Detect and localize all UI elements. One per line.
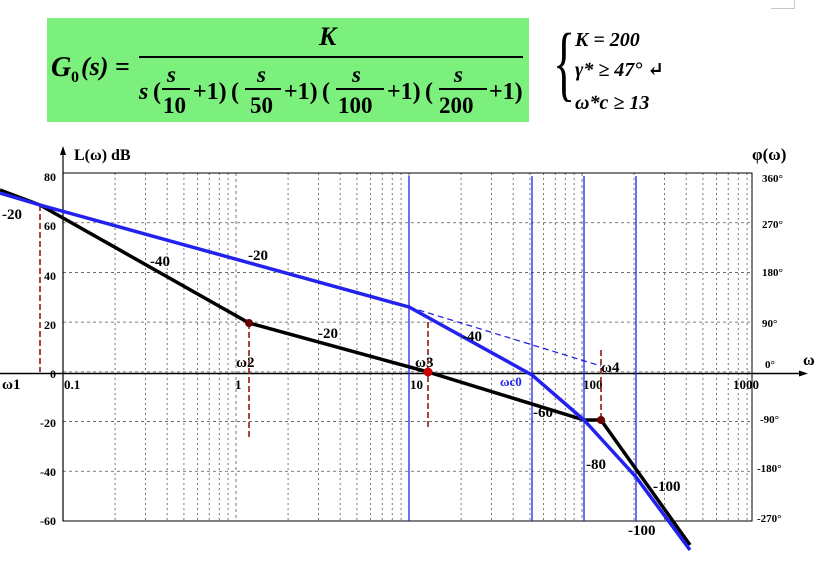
point-labels: ω1 ω2 ω3 ωc0 ω4 [2,355,620,393]
den-frac-2-bar [245,88,281,90]
right-tick-minus-90: -90° [760,414,779,426]
left-tick-minus-40: -40 [40,465,56,479]
left-tick-labels: 80 60 40 20 0 -20 -40 -60 [40,170,56,528]
left-tick-60: 60 [44,219,56,233]
den-open-4: ( [425,79,433,105]
requirement-k: K = 200 [575,29,640,51]
y-axis-arrow [60,146,66,155]
marker-dashes [39,205,602,438]
den-frac-2-bottom: 50 [250,93,273,118]
label-omega3: ω3 [415,355,433,371]
blue-corrected-curve [0,191,692,552]
den-frac-3-bar [336,88,384,90]
left-tick-80: 80 [44,170,56,184]
den-open-3: ( [322,79,330,105]
left-tick-20: 20 [44,318,56,332]
plot-frame [62,172,753,522]
formula-lhs-g: G [51,52,72,83]
den-open-2: ( [231,79,239,105]
den-plus-1: +1) [193,79,227,105]
slope-black-first: -40 [150,254,170,270]
den-plus-3: +1) [387,79,421,105]
x-tick-10: 10 [410,377,423,392]
den-open-1: ( [153,79,161,105]
blue-vertical-lines [408,176,637,521]
slope-blue-fourth: -100 [628,523,656,539]
main-fraction-bar [139,56,523,58]
den-frac-3-top: s [352,62,361,87]
grid-minor-lines [114,173,748,521]
slope-black-second: -20 [318,326,338,342]
slope-black-fourth: -100 [653,479,681,495]
den-s: s [139,79,149,105]
den-frac-2-top: s [257,62,266,87]
label-omega1: ω1 [2,377,20,393]
right-tick-270: 270° [762,219,783,231]
point-omega2 [245,319,253,327]
den-frac-1-bottom: 10 [163,93,186,118]
slope-black-third: -60 [533,405,553,421]
left-tick-0: 0 [50,367,56,381]
right-axis-title: φ(ω) [752,145,786,164]
x-tick-100: 100 [583,377,603,392]
den-frac-1-top: s [167,62,176,87]
left-axis-title: L(ω) dB [74,147,131,164]
den-frac-4-bar [439,88,487,90]
slope-labels: -20 -40 -20 -20 -40 -60 -80 -100 -100 [2,207,681,539]
x-tick-1: 1 [235,377,242,392]
den-frac-4-top: s [454,62,463,87]
den-frac-1-bar [162,88,190,90]
slope-blue-second: -40 [462,329,482,345]
corner-mark [771,0,795,9]
right-tick-minus-270: -270° [757,513,782,525]
blue-dashed-extension [408,306,602,367]
grid-major-lines [62,173,752,521]
label-omega4: ω4 [601,360,620,376]
right-tick-90: 90° [762,318,777,330]
den-frac-4-bottom: 200 [439,93,474,118]
right-tick-minus-180: -180° [757,463,782,475]
transfer-function-box: G 0 (s) = K s ( s 10 +1) ( s 50 +1) ( s … [47,18,529,122]
requirement-omega-c: ω*c ≥ 13 [575,92,650,114]
point-omega4 [597,416,605,424]
right-tick-360: 360° [762,173,783,185]
right-tick-0: 0° [765,359,775,371]
requirements-brace: { [553,17,576,110]
x-axis-symbol: ω [803,352,815,369]
formula-numerator: K [319,22,337,51]
x-axis-arrow [799,370,808,377]
point-omega3 [423,367,433,377]
left-tick-minus-60: -60 [40,514,56,528]
left-tick-40: 40 [44,269,56,283]
label-omega-c0: ωc0 [500,374,522,389]
den-plus-2: +1) [284,79,318,105]
slope-blue-third: -80 [586,457,606,473]
formula-lhs-sub: 0 [71,69,79,86]
requirement-gamma: γ* ≥ 47° ↵ [575,59,665,81]
x-tick-0-1: 0.1 [64,377,80,392]
right-tick-labels: 360° 270° 180° 90° 0° -90° -180° -270° [757,173,783,525]
formula-lhs-arg: (s) = [81,52,130,81]
den-plus-4: +1) [489,79,523,105]
slope-left-edge: -20 [2,207,22,223]
x-tick-1000: 1000 [733,377,759,392]
left-tick-minus-20: -20 [40,416,56,430]
den-frac-3-bottom: 100 [338,93,373,118]
right-tick-180: 180° [762,267,783,279]
label-omega2: ω2 [236,355,254,371]
slope-blue-first: -20 [248,248,268,264]
x-tick-labels: 0.1 1 10 100 1000 [64,377,759,392]
black-uncorrected-curve [0,188,692,547]
